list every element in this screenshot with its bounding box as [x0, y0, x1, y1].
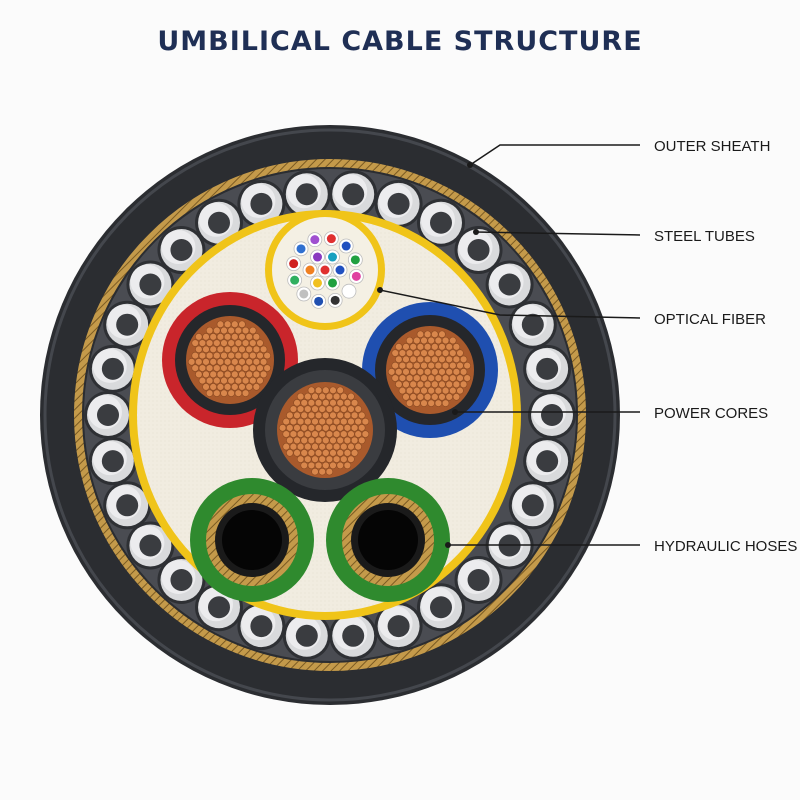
- steel-tube: [523, 437, 572, 486]
- leader-outer-sheath: [469, 144, 640, 166]
- steel-tube: [157, 555, 206, 604]
- steel-tube: [195, 198, 243, 247]
- steel-tube: [88, 437, 137, 486]
- armor-braid: [74, 159, 586, 671]
- steel-tube: [454, 555, 503, 604]
- steel-tube: [126, 260, 175, 309]
- power-core-red: [162, 292, 298, 428]
- hydraulic-hose-left: [190, 478, 314, 602]
- leader-optical-fiber: [379, 289, 641, 319]
- steel-tube: [528, 391, 576, 439]
- steel-tube: [454, 226, 503, 275]
- steel-tube: [374, 179, 423, 228]
- steel-tube: [374, 602, 423, 651]
- steel-tube: [417, 198, 465, 247]
- hydraulic-hose-right: [326, 478, 450, 602]
- label-optical-fiber: OPTICAL FIBER: [654, 311, 766, 328]
- label-steel-tubes: STEEL TUBES: [654, 228, 755, 245]
- diagram-title: UMBILICAL CABLE STRUCTURE: [157, 26, 643, 57]
- steel-tube: [282, 611, 331, 660]
- steel-tube: [508, 481, 557, 530]
- steel-tube: [237, 602, 286, 651]
- steel-tube: [237, 179, 286, 228]
- power-core-blue: [362, 302, 498, 438]
- label-outer-sheath: OUTER SHEATH: [654, 138, 770, 155]
- steel-tube: [103, 481, 152, 530]
- label-power-cores: POWER CORES: [654, 405, 768, 422]
- steel-tube: [282, 170, 331, 219]
- leader-steel-tubes: [475, 231, 641, 236]
- steel-tube: [485, 260, 534, 309]
- steel-tube: [88, 344, 137, 393]
- steel-tube: [126, 521, 175, 570]
- optical-fiber-unit: [265, 210, 385, 330]
- steel-tube: [329, 611, 378, 660]
- steel-tube: [157, 226, 206, 275]
- steel-tube: [508, 300, 557, 349]
- steel-tube: [103, 300, 152, 349]
- power-core-black: [253, 358, 397, 502]
- steel-tube: [84, 391, 132, 439]
- steel-tube: [417, 583, 465, 632]
- label-hydraulic-hoses: HYDRAULIC HOSES: [654, 538, 797, 555]
- steel-tube: [523, 344, 572, 393]
- steel-tube: [329, 170, 378, 219]
